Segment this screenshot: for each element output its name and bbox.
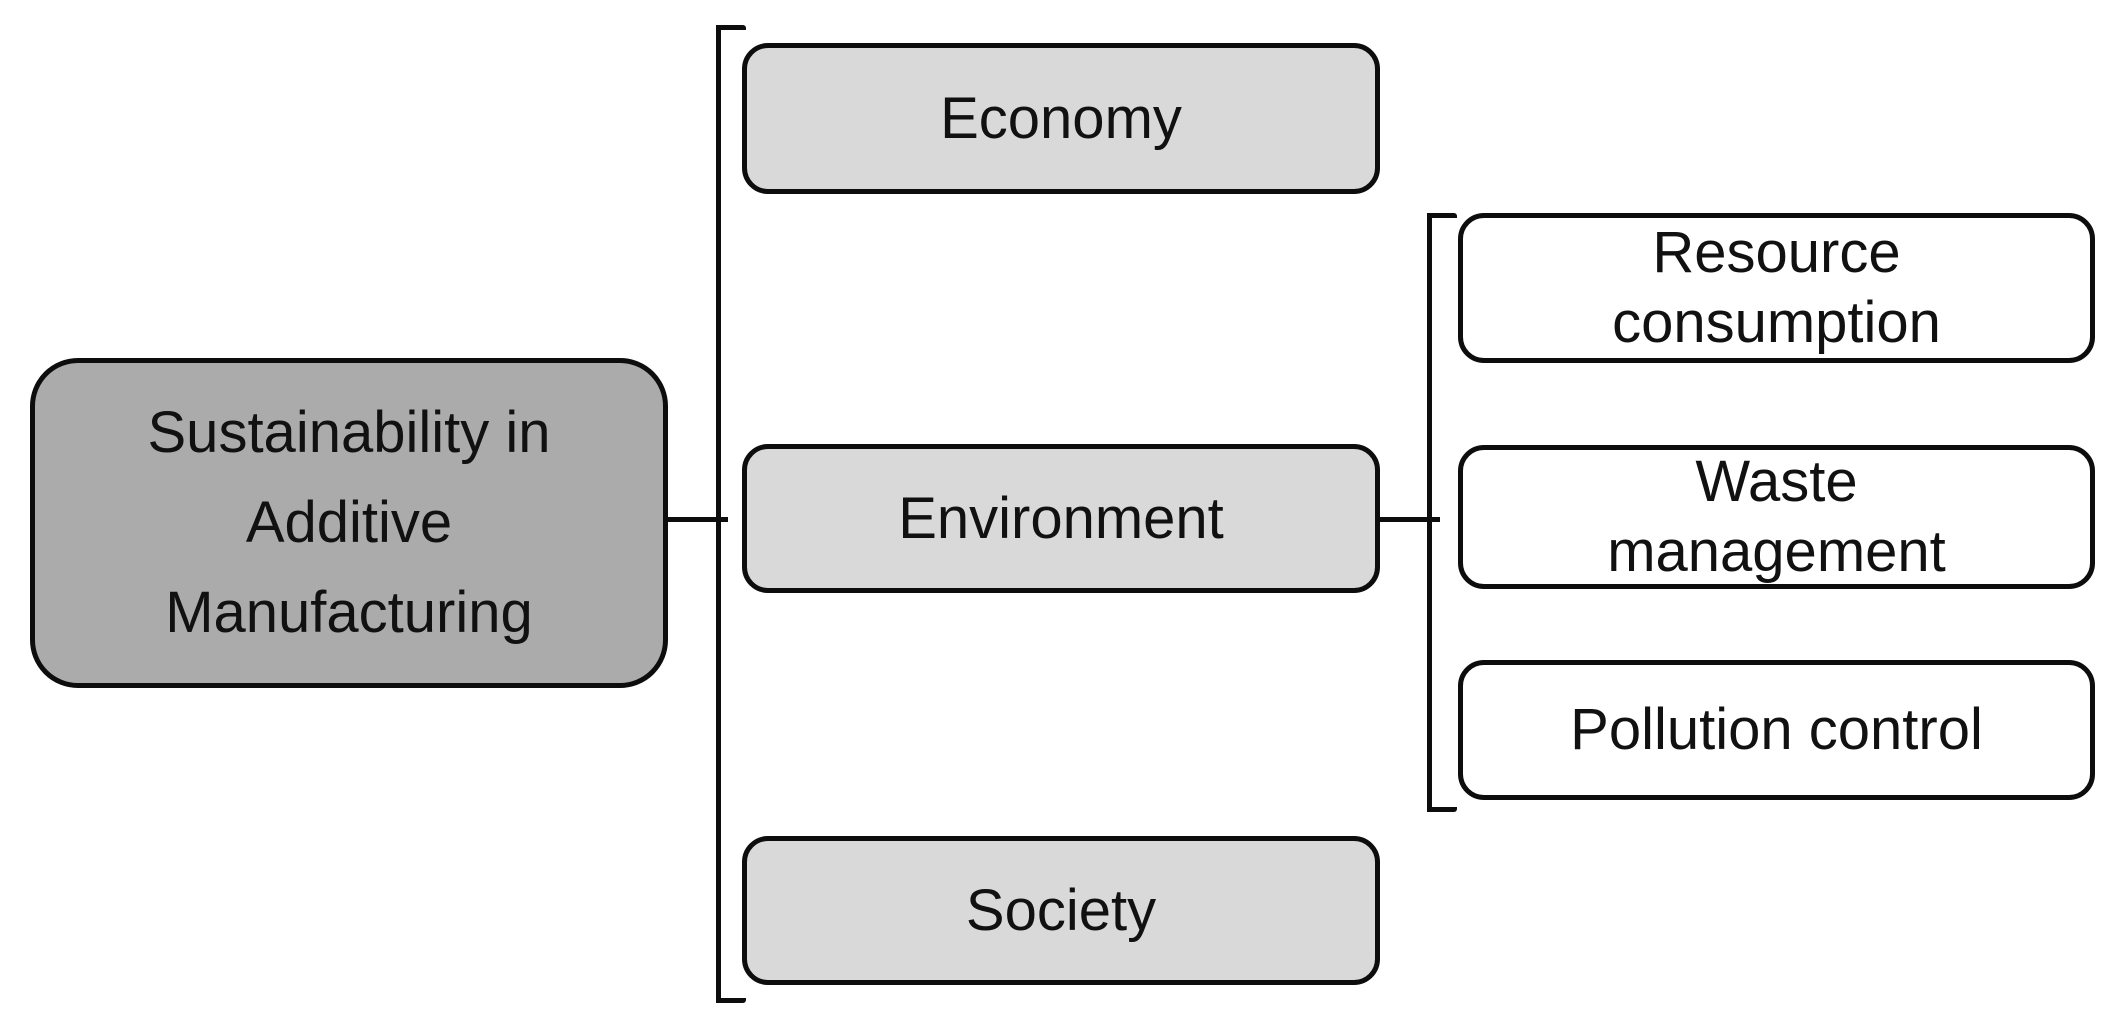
root-node-sustainability: Sustainability in Additive Manufacturing: [30, 358, 668, 688]
right-bracket-top-tick: [1427, 213, 1457, 218]
root-connector-line: [666, 517, 728, 522]
environment-connector-line: [1378, 517, 1440, 522]
root-node-label: Sustainability in Additive Manufacturing: [147, 400, 551, 645]
branch-economy-label: Economy: [940, 85, 1182, 151]
branch-society-label: Society: [965, 877, 1157, 943]
left-bracket-top-tick: [716, 25, 746, 30]
leaf-resource-label: Resource consumption: [1612, 220, 1941, 355]
leaf-waste-label: Waste management: [1607, 449, 1946, 584]
right-bracket-bottom-tick: [1427, 807, 1457, 812]
left-bracket-vertical-line: [716, 25, 721, 1003]
leaf-node-resource-consumption: Resource consumption: [1458, 213, 2095, 363]
branch-node-society: Society: [742, 836, 1380, 985]
leaf-pollution-label: Pollution control: [1570, 697, 1983, 763]
leaf-node-waste-management: Waste management: [1458, 445, 2095, 589]
branch-node-economy: Economy: [742, 43, 1380, 194]
branch-environment-label: Environment: [898, 485, 1224, 551]
branch-node-environment: Environment: [742, 444, 1380, 593]
leaf-node-pollution-control: Pollution control: [1458, 660, 2095, 800]
right-bracket-vertical-line: [1427, 213, 1432, 812]
left-bracket-bottom-tick: [716, 998, 746, 1003]
